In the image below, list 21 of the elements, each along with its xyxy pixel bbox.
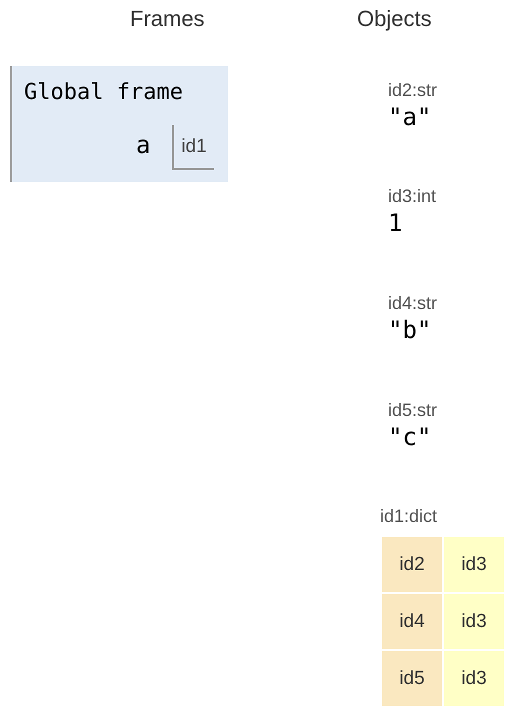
type-label: id1:dict [380, 506, 438, 527]
frame-panel [10, 66, 228, 182]
dict-key-cell: id2 [382, 537, 442, 592]
reference-value: id1 [172, 125, 214, 170]
object-value: "a" [388, 103, 432, 131]
object-value: 1 [388, 209, 404, 237]
dict-value-cell: id3 [444, 594, 504, 649]
frame-title: Global frame [24, 80, 183, 105]
variable-name: a [136, 131, 150, 159]
dict-value-cell: id3 [444, 651, 504, 706]
dict-value-cell: id3 [444, 537, 504, 592]
dict-key-cell: id5 [382, 651, 442, 706]
type-label: id2:str [388, 80, 438, 101]
dict-key-cell: id4 [382, 594, 442, 649]
type-label: id4:str [388, 293, 438, 314]
column-heading: Frames [130, 6, 205, 32]
object-value: "c" [388, 423, 432, 451]
column-heading: Objects [357, 6, 432, 32]
type-label: id3:int [388, 186, 436, 207]
object-value: "b" [388, 316, 432, 344]
type-label: id5:str [388, 400, 438, 421]
